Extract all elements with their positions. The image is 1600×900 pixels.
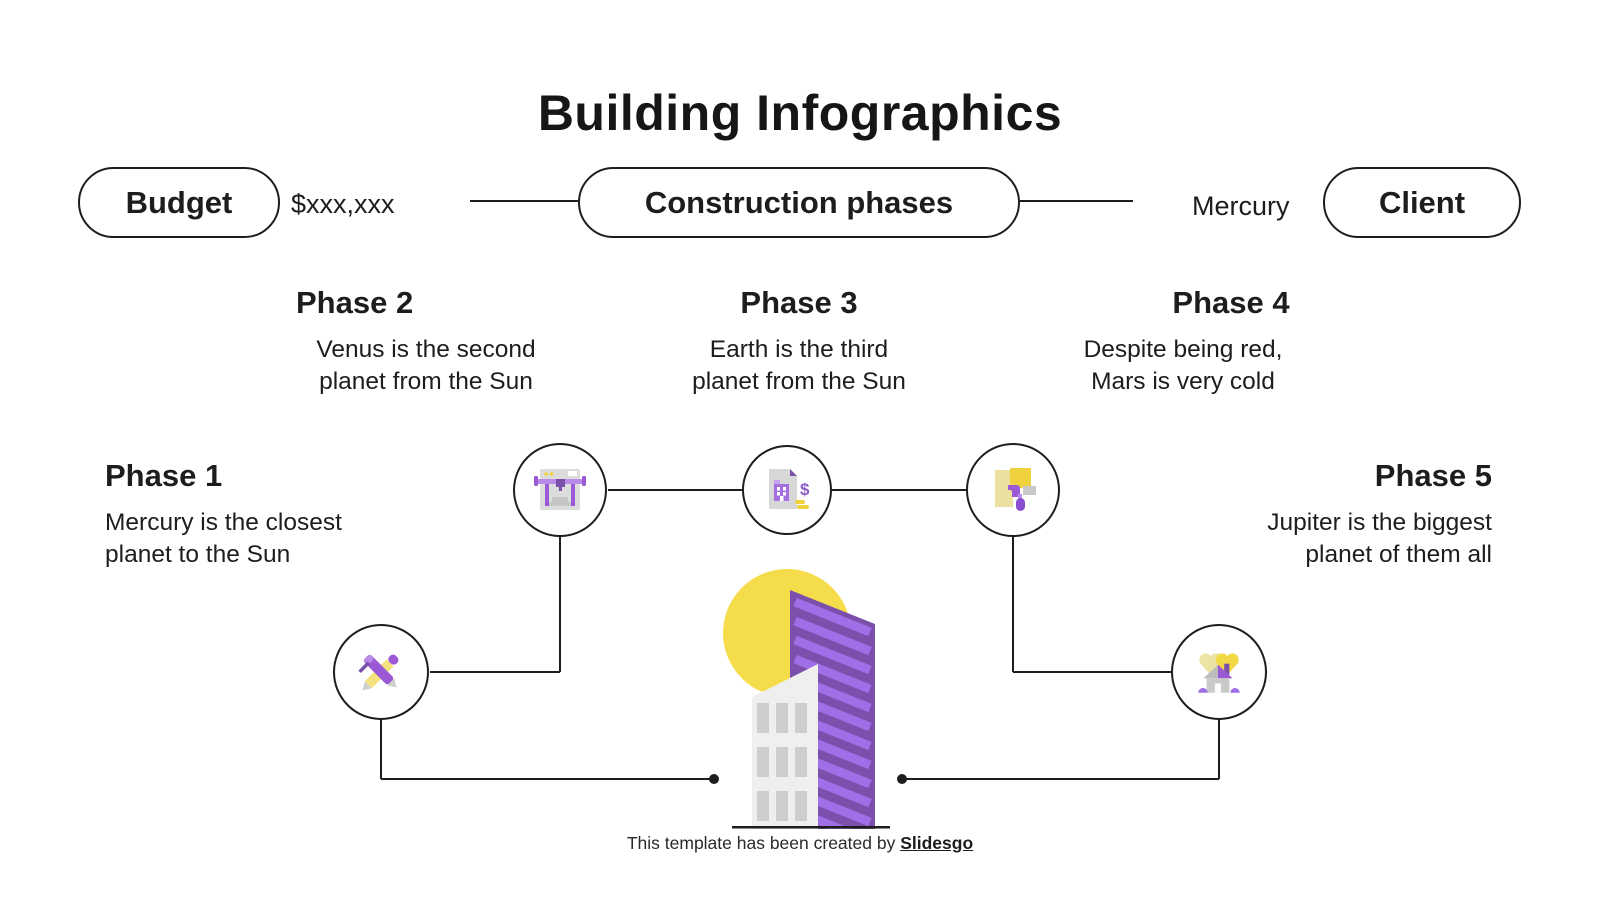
phase-2-line2: planet from the Sun (319, 367, 533, 395)
phase-5-line1: Jupiter is the biggest (1267, 509, 1492, 536)
phase-3-line1: Earth is the third (709, 336, 889, 363)
budget-value: $xxx,xxx (291, 189, 395, 219)
connector-node4-node5 (1013, 671, 1172, 673)
client-value: Mercury (1192, 191, 1290, 221)
phase-4-node (966, 443, 1060, 537)
connector-node2-down (559, 536, 561, 672)
phase-5-node (1171, 624, 1267, 720)
phase-1-line1: Mercury is the closest (105, 509, 342, 536)
header-connector-left (470, 200, 578, 202)
client-pill: Client (1323, 167, 1521, 238)
connector-node2-node3 (608, 489, 742, 491)
house-heart-icon (1198, 653, 1240, 693)
construction-phases-pill: Construction phases (578, 167, 1020, 238)
printer-machine-icon (534, 469, 586, 510)
connector-node3-node4 (832, 489, 966, 491)
connector-node5-center (905, 778, 1219, 780)
construction-phases-label: Construction phases (644, 184, 954, 220)
phase-1-description: Mercury is the closest planet to the Sun (105, 507, 425, 570)
phase-1-node (333, 624, 429, 720)
phase-2-node (513, 443, 607, 537)
budget-pill: Budget (78, 167, 280, 238)
phase-5-title: Phase 5 (1374, 458, 1492, 493)
phase-3-description: Earth is the third planet from the Sun (665, 334, 933, 397)
phase-2-line1: Venus is the second (316, 336, 536, 363)
phase-2-description: Venus is the second planet from the Sun (296, 334, 556, 397)
phase-4-title: Phase 4 (1172, 285, 1290, 320)
svg-text:$: $ (800, 480, 810, 499)
slide-title: Building Infographics (537, 85, 1063, 141)
connector-node5-down (1218, 719, 1220, 779)
cost-document-icon: $ (769, 469, 810, 509)
phase-4-block: Phase 4 Despite being red, Mars is very c… (1053, 285, 1313, 397)
building-illustration (723, 569, 890, 829)
ground-line (732, 826, 890, 829)
budget-pill-label: Budget (125, 184, 233, 220)
header-connector-right (1020, 200, 1133, 202)
client-pill-label: Client (1378, 184, 1466, 220)
line-end-dot-right (897, 774, 907, 784)
tower-windows (757, 703, 807, 821)
phase-3-block: Phase 3 Earth is the third planet from th… (665, 285, 933, 397)
phase-3-title: Phase 3 (740, 285, 858, 320)
phase-4-line1: Despite being red, (1083, 336, 1283, 363)
phase-4-line2: Mars is very cold (1091, 367, 1275, 395)
footer-text: This template has been created by (626, 833, 901, 853)
phase-3-node: $ (742, 445, 832, 535)
phase-2-block: Phase 2 Venus is the second planet from t… (296, 285, 556, 397)
phase-5-description: Jupiter is the biggest planet of them all (1162, 507, 1492, 570)
footer-credit: This template has been created by Slides… (0, 833, 1600, 854)
connector-node1-center (381, 778, 711, 780)
phase-3-line2: planet from the Sun (692, 367, 906, 395)
phase-1-title: Phase 1 (105, 458, 223, 493)
pencil-ruler-icon (358, 654, 399, 691)
phase-1-line2: planet to the Sun (105, 540, 291, 568)
connector-node1-down (380, 719, 382, 779)
connector-node1-node2 (430, 671, 560, 673)
connector-node4-down (1012, 536, 1014, 672)
phase-5-line2: planet of them all (1305, 540, 1492, 568)
phase-2-title: Phase 2 (296, 285, 414, 320)
paint-roller-icon (995, 468, 1036, 511)
phase-4-description: Despite being red, Mars is very cold (1053, 334, 1313, 397)
line-end-dot-left (709, 774, 719, 784)
phase-5-block: Phase 5 Jupiter is the biggest planet of … (1162, 458, 1492, 570)
phase-1-block: Phase 1 Mercury is the closest planet to … (105, 458, 425, 570)
slidesgo-link[interactable]: Slidesgo (900, 833, 974, 853)
